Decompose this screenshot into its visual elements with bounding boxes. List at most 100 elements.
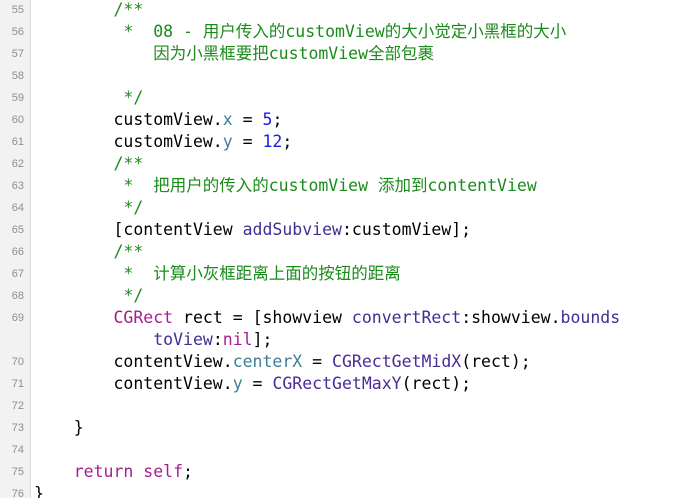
code-text: * 08 - 用户传入的customView的大小觉定小黑框的大小	[34, 21, 566, 43]
code-line[interactable]: 67 * 计算小灰框距离上面的按钮的距离	[0, 263, 675, 285]
code-token: */	[34, 88, 144, 107]
code-text: * 计算小灰框距离上面的按钮的距离	[34, 263, 400, 285]
code-text: /**	[34, 241, 143, 263]
code-line[interactable]: 74	[0, 439, 675, 461]
code-line[interactable]: 71 contentView.y = CGRectGetMaxY(rect);	[0, 373, 675, 395]
code-line[interactable]: 58	[0, 65, 675, 87]
code-text: }	[34, 483, 44, 498]
line-number: 60	[11, 114, 24, 126]
code-token: /**	[113, 0, 144, 19]
code-line[interactable]: 76}	[0, 483, 675, 498]
code-token: }	[34, 484, 44, 498]
code-token	[34, 308, 113, 327]
code-token: y	[232, 374, 243, 393]
line-number: 57	[11, 48, 24, 60]
code-token	[34, 462, 74, 481]
line-number-gutter	[0, 0, 31, 498]
code-token: nil	[222, 330, 253, 349]
code-text: contentView.centerX = CGRectGetMidX(rect…	[34, 351, 531, 373]
code-line[interactable]: 63 * 把用户的传入的customView 添加到contentView	[0, 175, 675, 197]
code-token: customView.	[34, 132, 223, 151]
code-line[interactable]: 73 }	[0, 417, 675, 439]
code-token: 因为小黑框要把customView全部包裹	[34, 44, 435, 63]
code-token: self	[143, 462, 184, 481]
code-line[interactable]: 68 */	[0, 285, 675, 307]
code-token: CGRectGetMaxY	[272, 374, 402, 393]
code-token: customView.	[34, 110, 223, 129]
code-token	[34, 330, 153, 349]
code-text: /**	[34, 0, 143, 21]
code-line[interactable]: 65 [contentView addSubview:customView];	[0, 219, 675, 241]
code-line[interactable]: 75 return self;	[0, 461, 675, 483]
code-line[interactable]: 59 */	[0, 87, 675, 109]
code-token	[34, 0, 113, 19]
code-line[interactable]: 69 CGRect rect = [showview convertRect:s…	[0, 307, 675, 329]
code-token: contentView.	[34, 374, 233, 393]
line-number: 66	[11, 246, 24, 258]
line-number: 61	[11, 136, 24, 148]
code-token: */	[34, 286, 144, 305]
code-token: CGRect	[113, 308, 174, 327]
code-token: (rect);	[461, 352, 531, 371]
code-text: */	[34, 285, 143, 307]
code-token: [contentView	[34, 220, 243, 239]
code-token: rect = [showview	[173, 308, 352, 327]
code-token: =	[302, 352, 333, 371]
code-text: * 把用户的传入的customView 添加到contentView	[34, 175, 537, 197]
code-line[interactable]: 62 /**	[0, 153, 675, 175]
line-number: 59	[11, 92, 24, 104]
code-text: 因为小黑框要把customView全部包裹	[34, 43, 434, 65]
line-number: 74	[11, 444, 24, 456]
line-number: 72	[11, 400, 24, 412]
code-token	[133, 462, 143, 481]
code-token: 12	[262, 132, 283, 151]
line-number: 69	[11, 312, 24, 324]
line-number: 56	[11, 26, 24, 38]
code-token: :showview.	[461, 308, 561, 327]
code-line[interactable]: 57 因为小黑框要把customView全部包裹	[0, 43, 675, 65]
code-text: toView:nil];	[34, 329, 272, 351]
code-line[interactable]: 66 /**	[0, 241, 675, 263]
line-number: 70	[11, 356, 24, 368]
code-token: * 把用户的传入的customView 添加到contentView	[34, 176, 537, 195]
code-token: centerX	[232, 352, 303, 371]
code-line[interactable]: 70 contentView.centerX = CGRectGetMidX(r…	[0, 351, 675, 373]
code-token: * 08 - 用户传入的customView的大小觉定小黑框的大小	[34, 22, 567, 41]
code-token: contentView.	[34, 352, 233, 371]
code-token: y	[222, 132, 233, 151]
code-text: contentView.y = CGRectGetMaxY(rect);	[34, 373, 471, 395]
code-text: customView.y = 12;	[34, 131, 292, 153]
line-number: 68	[11, 290, 24, 302]
code-token: =	[242, 374, 273, 393]
line-number: 75	[11, 466, 24, 478]
code-line[interactable]: 61 customView.y = 12;	[0, 131, 675, 153]
line-number: 58	[11, 70, 24, 82]
code-token: return	[73, 462, 134, 481]
code-text: [contentView addSubview:customView];	[34, 219, 471, 241]
code-token: convertRect	[351, 308, 462, 327]
code-token: }	[34, 418, 84, 437]
code-line[interactable]: 55 /**	[0, 0, 675, 21]
code-token: 5	[262, 110, 273, 129]
code-text: }	[34, 417, 84, 439]
code-token: =	[232, 132, 263, 151]
code-token: /**	[34, 242, 144, 261]
code-line[interactable]: 64 */	[0, 197, 675, 219]
line-number: 62	[11, 158, 24, 170]
code-text: CGRect rect = [showview convertRect:show…	[34, 307, 620, 329]
code-token: ];	[252, 330, 273, 349]
line-number: 64	[11, 202, 24, 214]
code-text: */	[34, 87, 143, 109]
code-text: /**	[34, 153, 143, 175]
code-line[interactable]: 72	[0, 395, 675, 417]
code-line[interactable]: 60 customView.x = 5;	[0, 109, 675, 131]
line-number: 71	[11, 378, 24, 390]
line-number: 73	[11, 422, 24, 434]
code-line[interactable]: 56 * 08 - 用户传入的customView的大小觉定小黑框的大小	[0, 21, 675, 43]
line-number: 65	[11, 224, 24, 236]
line-number: 55	[11, 4, 24, 16]
code-token: (rect);	[401, 374, 472, 393]
code-line[interactable]: toView:nil];	[0, 329, 675, 351]
code-token: toView	[153, 330, 213, 349]
